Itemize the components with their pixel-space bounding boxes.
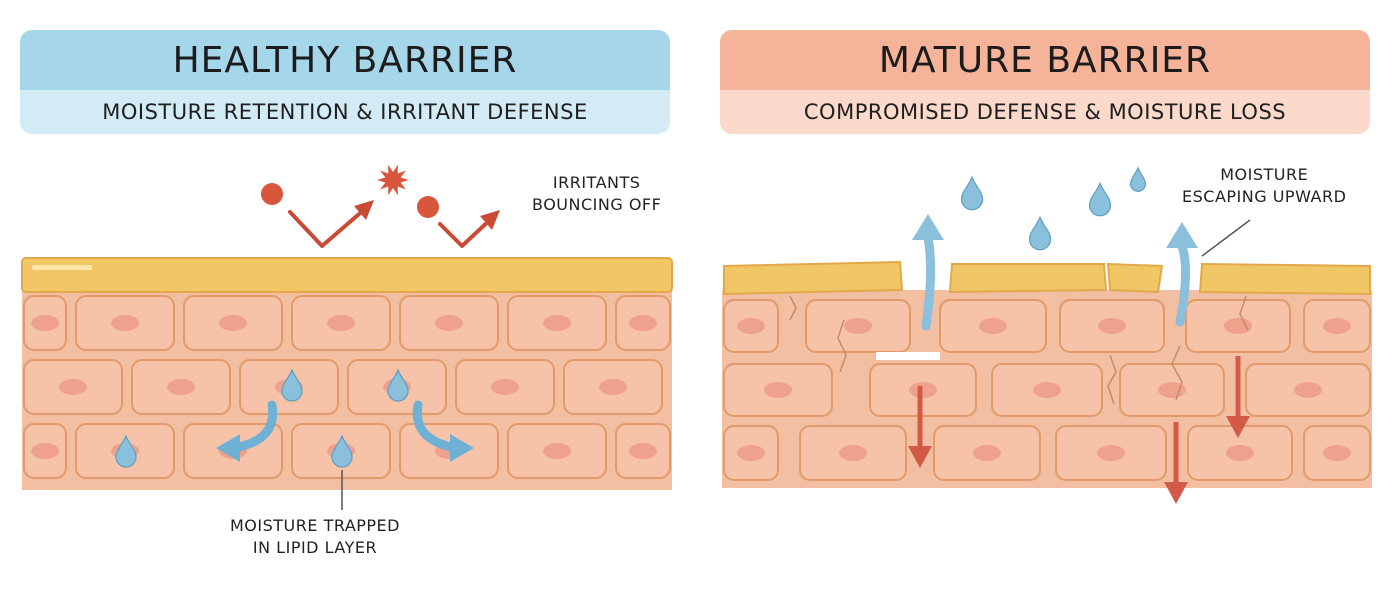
- skin-cell: [1187, 425, 1293, 481]
- deflect-arrow-icon: [412, 400, 461, 453]
- skin-cell: [799, 425, 907, 481]
- irritant-particle-icon: [417, 196, 439, 218]
- skin-cell: [1303, 425, 1371, 481]
- healthy-cells: [23, 295, 671, 479]
- skin-cell: [1055, 425, 1167, 481]
- skin-cell: [23, 359, 123, 415]
- mature-subtitle: COMPROMISED DEFENSE & MOISTURE LOSS: [803, 100, 1287, 124]
- skin-cell: [507, 423, 607, 479]
- water-drop-icon: [1129, 166, 1147, 192]
- skin-cell: [183, 295, 283, 351]
- escaping-water-drops: [960, 166, 1147, 251]
- skin-cell: [1185, 299, 1291, 353]
- skin-cell: [1245, 363, 1371, 417]
- healthy-subtitle: MOISTURE RETENTION & IRRITANT DEFENSE: [102, 100, 588, 124]
- skin-cell: [1303, 299, 1371, 353]
- skin-cell: [615, 295, 671, 351]
- water-drop-icon: [1088, 181, 1112, 217]
- mature-panel: MATURE BARRIER COMPROMISED DEFENSE & MOI…: [720, 0, 1380, 598]
- healthy-diagram: [21, 164, 673, 510]
- mature-diagram: [722, 166, 1372, 504]
- moisture-escaping-label: MOISTURE ESCAPING UPWARD: [1182, 165, 1347, 206]
- water-drop-icon: [115, 434, 137, 468]
- barrier-cracks: [789, 295, 1249, 405]
- irritant-particle-icon: [261, 183, 283, 205]
- skin-cell: [455, 359, 555, 415]
- broken-lipid-layer: [723, 260, 1371, 296]
- water-drop-icon: [960, 175, 984, 211]
- mature-header: MATURE BARRIER COMPROMISED DEFENSE & MOI…: [720, 30, 1370, 134]
- moisture-trapped-label: MOISTURE TRAPPED IN LIPID LAYER: [230, 516, 400, 557]
- skin-cell: [933, 425, 1041, 481]
- healthy-title: HEALTHY BARRIER: [172, 39, 518, 81]
- skin-cell: [75, 295, 175, 351]
- water-drop-icon: [331, 434, 353, 468]
- skin-cell: [23, 295, 67, 351]
- skin-cell: [1119, 363, 1225, 417]
- skin-cell: [131, 359, 231, 415]
- irritant-particle-icon: [377, 164, 409, 196]
- water-drop-icon: [387, 368, 409, 402]
- skin-cell: [805, 299, 911, 353]
- skin-cell: [723, 363, 833, 417]
- up-arrow-icon: [1175, 241, 1191, 327]
- skin-cell: [507, 295, 607, 351]
- skin-cell: [291, 295, 391, 351]
- up-arrow-icon: [921, 233, 936, 331]
- skin-cell: [23, 423, 67, 479]
- water-drop-icon: [1028, 215, 1052, 251]
- water-drop-icon: [281, 368, 303, 402]
- healthy-panel: HEALTHY BARRIER MOISTURE RETENTION & IRR…: [20, 0, 680, 598]
- mature-title: MATURE BARRIER: [878, 39, 1212, 81]
- skin-cell: [991, 363, 1103, 417]
- deflect-arrow-icon: [288, 206, 368, 248]
- skin-cell: [723, 425, 779, 481]
- healthy-header: HEALTHY BARRIER MOISTURE RETENTION & IRR…: [20, 30, 670, 134]
- irritants-label: IRRITANTS BOUNCING OFF: [532, 173, 662, 214]
- mature-cells: [723, 299, 1371, 481]
- skin-cell: [723, 299, 779, 353]
- deflect-arrow-icon: [438, 216, 494, 248]
- skin-cell: [615, 423, 671, 479]
- skin-cell: [1059, 299, 1165, 353]
- moisture-loss-arrows: [908, 356, 1250, 504]
- skin-cell: [939, 299, 1047, 353]
- skin-cell: [563, 359, 663, 415]
- lipid-layer: [21, 257, 673, 293]
- skin-cell: [399, 295, 499, 351]
- skin-cell: [869, 363, 977, 417]
- deflect-arrow-icon: [229, 400, 278, 453]
- trapped-water-drops: [115, 368, 409, 468]
